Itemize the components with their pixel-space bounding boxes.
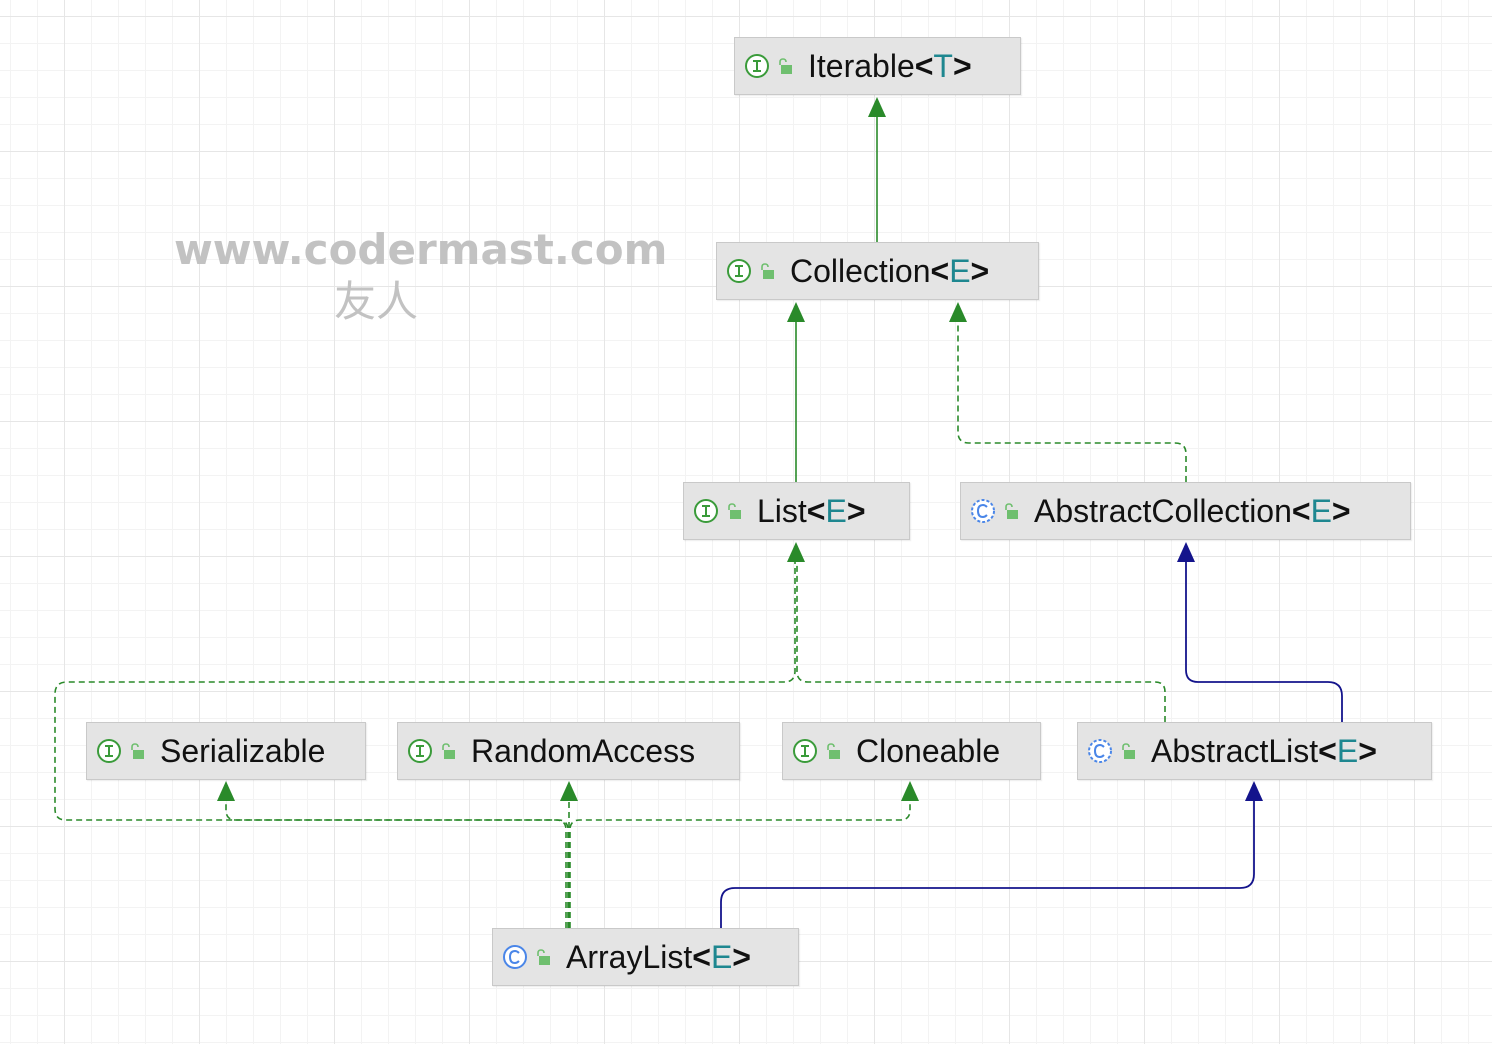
type-parameter: T xyxy=(933,47,953,84)
watermark: www.codermast.com 友人 xyxy=(174,224,668,328)
class-name: AbstractCollection xyxy=(1034,492,1292,529)
node-label: Serializable xyxy=(160,733,325,770)
abstract-class-icon xyxy=(971,499,995,523)
lock-icon xyxy=(779,58,792,74)
type-parameter: E xyxy=(1336,732,1359,769)
lock-icon xyxy=(442,743,455,759)
interface-icon xyxy=(745,54,769,78)
edge-list-extends-collection xyxy=(787,302,805,482)
class-name: Collection xyxy=(790,252,931,289)
edge-arraylist-implements-randomaccess xyxy=(560,781,578,928)
node-label: ArrayList<E> xyxy=(566,939,751,976)
edge-abstractlist-extends-abstractcollection xyxy=(1177,542,1343,722)
generic-open: < xyxy=(1318,732,1337,769)
type-parameter: E xyxy=(710,938,733,975)
watermark-subtitle: 友人 xyxy=(334,277,419,326)
node-iterable[interactable]: Iterable<T> xyxy=(734,37,1021,95)
node-collection[interactable]: Collection<E> xyxy=(716,242,1039,300)
edge-abstractcollection-implements-collection xyxy=(949,302,1187,482)
generic-close: > xyxy=(1358,732,1377,769)
type-parameter: E xyxy=(1310,492,1332,529)
lock-icon xyxy=(537,949,550,965)
node-cloneable[interactable]: Cloneable xyxy=(782,722,1041,780)
node-label: Collection<E> xyxy=(790,253,989,290)
lock-icon xyxy=(131,743,144,759)
lock-icon xyxy=(827,743,840,759)
node-label: List<E> xyxy=(757,493,866,530)
edge-arraylist-implements-cloneable xyxy=(569,781,919,928)
node-label: AbstractList<E> xyxy=(1151,733,1377,770)
type-parameter: E xyxy=(825,492,847,529)
node-abstract-list[interactable]: AbstractList<E> xyxy=(1077,722,1432,780)
generic-open: < xyxy=(930,252,950,289)
class-name: List xyxy=(757,492,807,529)
watermark-url: www.codermast.com xyxy=(174,225,668,274)
class-icon xyxy=(503,945,527,969)
class-name: Serializable xyxy=(160,732,326,769)
generic-close: > xyxy=(732,938,751,975)
edge-arraylist-extends-abstractlist xyxy=(720,781,1263,928)
node-label: AbstractCollection<E> xyxy=(1034,493,1351,530)
generic-open: < xyxy=(914,47,934,84)
interface-icon xyxy=(97,739,121,763)
lock-icon xyxy=(1122,743,1135,759)
node-label: Cloneable xyxy=(856,733,1000,770)
generic-close: > xyxy=(952,47,972,84)
generic-close: > xyxy=(970,252,990,289)
node-array-list[interactable]: ArrayList<E> xyxy=(492,928,799,986)
edge-abstractlist-implements-list xyxy=(796,562,1166,722)
node-label: RandomAccess xyxy=(471,733,695,770)
class-name: AbstractList xyxy=(1151,732,1319,769)
interface-icon xyxy=(793,739,817,763)
node-random-access[interactable]: RandomAccess xyxy=(397,722,740,780)
generic-open: < xyxy=(806,492,826,529)
lock-icon xyxy=(1005,503,1018,519)
class-name: RandomAccess xyxy=(471,732,696,769)
abstract-class-icon xyxy=(1088,739,1112,763)
node-serializable[interactable]: Serializable xyxy=(86,722,366,780)
interface-icon xyxy=(408,739,432,763)
generic-close: > xyxy=(846,492,866,529)
edge-arraylist-implements-serializable xyxy=(217,781,567,928)
node-abstract-collection[interactable]: AbstractCollection<E> xyxy=(960,482,1411,540)
lock-icon xyxy=(761,263,774,279)
generic-close: > xyxy=(1331,492,1351,529)
generic-open: < xyxy=(692,938,711,975)
generic-open: < xyxy=(1291,492,1311,529)
type-parameter: E xyxy=(949,252,971,289)
lock-icon xyxy=(728,503,741,519)
class-name: ArrayList xyxy=(566,938,693,975)
node-label: Iterable<T> xyxy=(808,48,972,85)
class-name: Iterable xyxy=(808,47,915,84)
interface-icon xyxy=(694,499,718,523)
edge-arraylist-implements-list xyxy=(54,542,805,928)
interface-icon xyxy=(727,259,751,283)
node-list[interactable]: List<E> xyxy=(683,482,910,540)
class-name: Cloneable xyxy=(856,732,1001,769)
edge-collection-extends-iterable xyxy=(868,97,886,242)
